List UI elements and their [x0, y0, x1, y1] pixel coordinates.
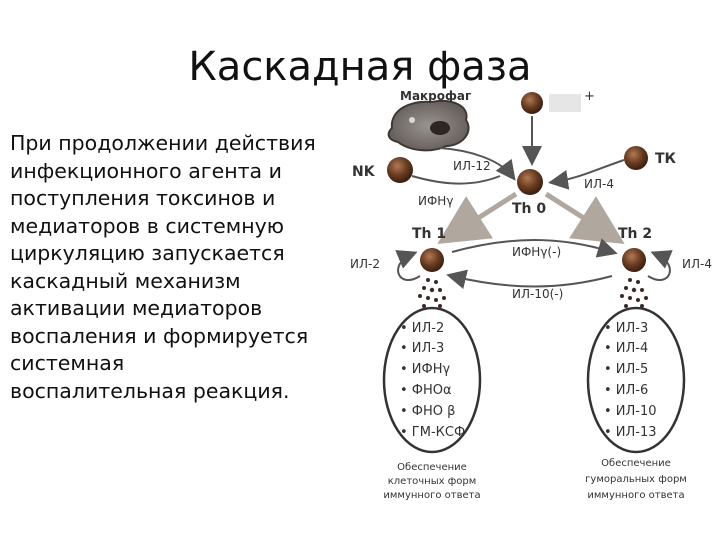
caption-right-line: гуморальных форм [585, 474, 687, 485]
ifng-inhibit-label: ИФНγ(-) [512, 245, 561, 259]
th2-cytokine: • ИЛ-6 [604, 383, 648, 398]
th2-cytokine: • ИЛ-13 [604, 425, 657, 440]
text-line: медиаторов в системную [10, 213, 285, 238]
caption-left-line: Обеспечение [397, 462, 467, 473]
text-line: активации медиаторов [10, 296, 263, 320]
th2-cell [622, 248, 646, 272]
th2-cytokine-list: • ИЛ-3 • ИЛ-4 • ИЛ-5 • ИЛ-6 • ИЛ-10 • ИЛ… [604, 321, 657, 440]
text-line: системная [10, 351, 125, 375]
th1-cytokine: • ФНО β [400, 404, 455, 419]
slide-title: Каскадная фаза [188, 44, 532, 90]
th2-cytokine: • ИЛ-4 [604, 341, 648, 356]
il4-tk-label: ИЛ-4 [584, 177, 614, 191]
tk-cell [624, 146, 648, 170]
caption-right-line: иммунного ответа [587, 490, 684, 501]
th2-cytokine: • ИЛ-10 [604, 404, 657, 419]
caption-left-line: иммунного ответа [383, 490, 480, 501]
th2-cytokine-oval [586, 306, 686, 454]
precursor-cell [521, 92, 543, 114]
text-line: воспаления и формируется [10, 323, 309, 348]
arrow-ifng-inhibit [451, 238, 618, 258]
text-line: При продолжении действия [10, 131, 316, 155]
tk-label: ТК [655, 151, 677, 167]
th2-cytokine: • ИЛ-3 [604, 321, 648, 336]
th2-autocrine-arrow [647, 250, 673, 282]
th1-label: Th 1 [412, 226, 446, 242]
th0-label: Th 0 [512, 201, 546, 217]
th0-cell [517, 169, 543, 195]
caption-right: Обеспечение гуморальных форм иммунного о… [585, 458, 687, 501]
precursor-box [549, 94, 581, 112]
il12-label: ИЛ-12 [453, 159, 491, 173]
th1-autocrine-arrow [395, 250, 421, 282]
th2-secretion-granules [620, 278, 648, 308]
macrophage-label: Макрофаг [400, 89, 471, 103]
plus-sign: + [584, 89, 595, 104]
th1-cytokine-list: • ИЛ-2 • ИЛ-3 • ИФНγ • ФНОα • ФНО β • ГМ… [400, 321, 465, 440]
macrophage-cell [387, 100, 470, 152]
arrow-th0-th1 [437, 191, 518, 245]
th1-cytokine: • ГМ-КСФ [400, 425, 465, 440]
text-line: циркуляцию запускается [10, 241, 285, 265]
arrow-il10-inhibit [446, 269, 613, 290]
th1-cell [420, 248, 444, 272]
caption-right-line: Обеспечение [601, 458, 671, 469]
th1-cytokine-oval [382, 306, 482, 454]
il2-left-label: ИЛ-2 [350, 257, 380, 271]
il4-right-label: ИЛ-4 [682, 257, 712, 271]
th1-cytokine: • ИФНγ [400, 362, 450, 377]
th1-secretion-granules [418, 278, 446, 308]
text-line: инфекционного агента и [10, 158, 282, 183]
caption-left-line: клеточных форм [388, 476, 477, 487]
text-line: каскадный механизм [10, 268, 241, 293]
arrow-nk-th0 [411, 175, 501, 185]
th1-cytokine: • ФНОα [400, 383, 452, 398]
caption-left: Обеспечение клеточных форм иммунного отв… [383, 462, 480, 501]
nk-label: NK [352, 164, 376, 180]
il10-inhibit-label: ИЛ-10(-) [512, 287, 563, 301]
nk-cell [387, 157, 413, 183]
th2-label: Th 2 [618, 226, 652, 242]
slide-body-text: При продолжении действия инфекционного а… [10, 130, 350, 405]
th1-cytokine: • ИЛ-3 [400, 341, 444, 356]
arrow-th0-th2 [544, 191, 625, 245]
th1-cytokine: • ИЛ-2 [400, 321, 444, 336]
th2-cytokine: • ИЛ-5 [604, 362, 648, 377]
text-line: воспалительная реакция. [10, 378, 290, 403]
text-line: поступления токсинов и [10, 186, 276, 210]
arrow-macrophage-th0 [439, 147, 516, 181]
ifng-nk-label: ИФНγ [418, 194, 453, 208]
arrow-tk-th0 [548, 159, 625, 190]
